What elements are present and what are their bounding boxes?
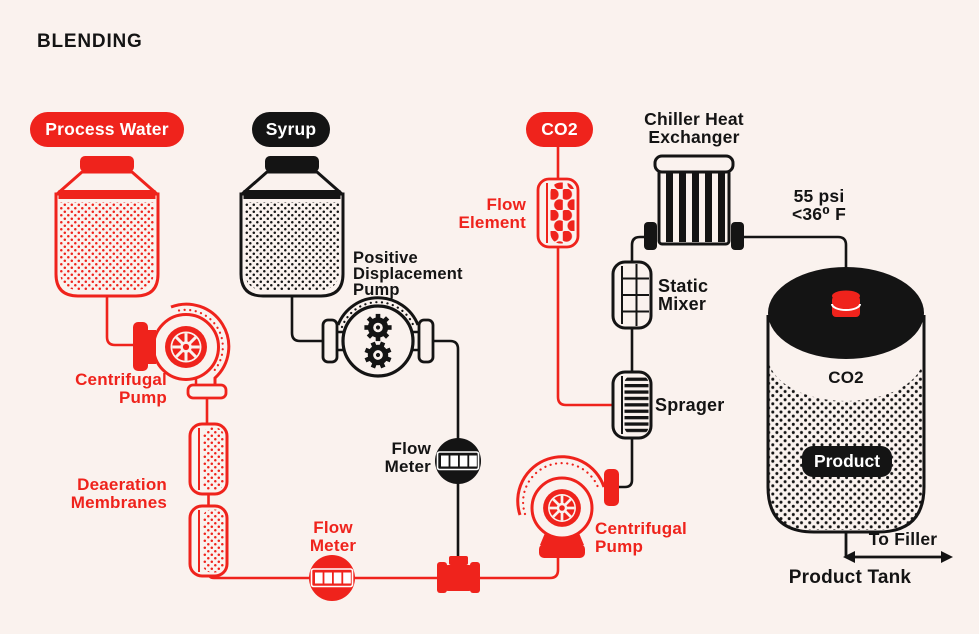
label-line: Positive <box>353 249 418 267</box>
label-line: Centrifugal <box>595 519 687 538</box>
sprager-icon <box>611 370 653 440</box>
label-line: Chiller Heat <box>644 109 744 129</box>
label-line: CO2 <box>828 368 864 387</box>
flow-meter-syrup-icon <box>435 438 481 484</box>
label-line: Sprager <box>655 395 725 415</box>
blend-tee-valve-icon <box>437 556 480 593</box>
label-line: Displacement <box>353 265 463 283</box>
process-water-tag-label: Process Water <box>45 119 169 139</box>
label-line: Exchanger <box>648 126 740 147</box>
pipe-water-to-pump <box>105 296 134 347</box>
pipe-syrup-to-pd-pump <box>290 296 323 343</box>
deaeration-membranes-label: Deaeration Membranes <box>17 476 167 511</box>
product-tank-icon <box>766 267 926 534</box>
centrifugal-pump-right-label: Centrifugal Pump <box>595 520 687 555</box>
pipe-flow-element-to-sprager <box>556 246 613 407</box>
tank-inlet-cap-icon <box>831 290 861 317</box>
black-pipes <box>290 235 848 558</box>
flow-meter-water-icon <box>309 555 355 601</box>
product-label: Product <box>802 446 892 477</box>
label-line: Flow <box>486 195 526 214</box>
pipe-main-blend-line <box>207 557 560 580</box>
pipe-pd-pump-to-flow-meter <box>433 339 460 440</box>
pressure-value: 55 psi <box>793 186 845 206</box>
to-filler-label: To Filler <box>853 529 953 549</box>
syrup-tag-label: Syrup <box>265 119 317 139</box>
label-line: Product <box>813 451 881 471</box>
label-line: Meter <box>309 535 357 555</box>
positive-displacement-pump-icon <box>321 296 435 378</box>
label-line: Element <box>458 212 526 232</box>
label-line: Meter <box>384 457 431 476</box>
centrifugal-pump-left-icon <box>133 302 231 400</box>
label-line: Centrifugal <box>75 370 167 389</box>
static-mixer-label: Static Mixer <box>658 277 708 313</box>
label-line: Product Tank <box>788 567 912 588</box>
sprager-label: Sprager <box>655 395 725 415</box>
process-water-tag: Process Water <box>30 112 184 147</box>
positive-displacement-pump-label: Positive Displacement Pump <box>353 249 463 299</box>
co2-tag-label: CO2 <box>541 119 578 139</box>
label-line: Flow <box>391 439 431 458</box>
to-filler-arrow <box>843 532 953 563</box>
label-line: Membranes <box>70 492 167 512</box>
label-line: Pump <box>118 387 167 407</box>
syrup-tank-icon <box>239 156 345 298</box>
label-line: To Filler <box>868 529 938 549</box>
page-title: BLENDING <box>37 31 143 52</box>
process-conditions-label: 55 psi <36⁰ F <box>759 186 879 224</box>
centrifugal-pump-right-icon <box>516 455 619 558</box>
process-water-tank-icon <box>54 156 160 298</box>
co2-tag: CO2 <box>526 112 593 147</box>
label-line: Flow <box>313 518 353 537</box>
label-line: Static <box>658 276 709 296</box>
tank-headspace-label: CO2 <box>796 369 896 387</box>
chiller-heat-exchanger-icon <box>644 154 744 250</box>
pipe-mixer-to-chiller <box>630 235 645 262</box>
pipe-pump-to-sprager <box>619 439 634 489</box>
label-line: Pump <box>353 281 400 299</box>
product-tank-caption: Product Tank <box>780 567 920 588</box>
pipe-chiller-to-product-tank <box>744 235 848 296</box>
temperature-value: <36⁰ F <box>791 203 847 224</box>
flow-element-label: Flow Element <box>426 196 526 231</box>
label-line: Deaeration <box>77 475 167 494</box>
flow-meter-syrup-label: Flow Meter <box>331 440 431 476</box>
static-mixer-icon <box>611 260 653 330</box>
flow-element-icon <box>536 177 580 249</box>
label-line: Pump <box>595 536 644 556</box>
flow-meter-water-label: Flow Meter <box>283 519 383 554</box>
label-line: Mixer <box>658 294 707 314</box>
syrup-tag: Syrup <box>252 112 330 147</box>
chiller-heat-exchanger-label: Chiller Heat Exchanger <box>609 109 779 147</box>
deaeration-membranes-icon <box>188 422 229 578</box>
centrifugal-pump-left-label: Centrifugal Pump <box>17 371 167 406</box>
